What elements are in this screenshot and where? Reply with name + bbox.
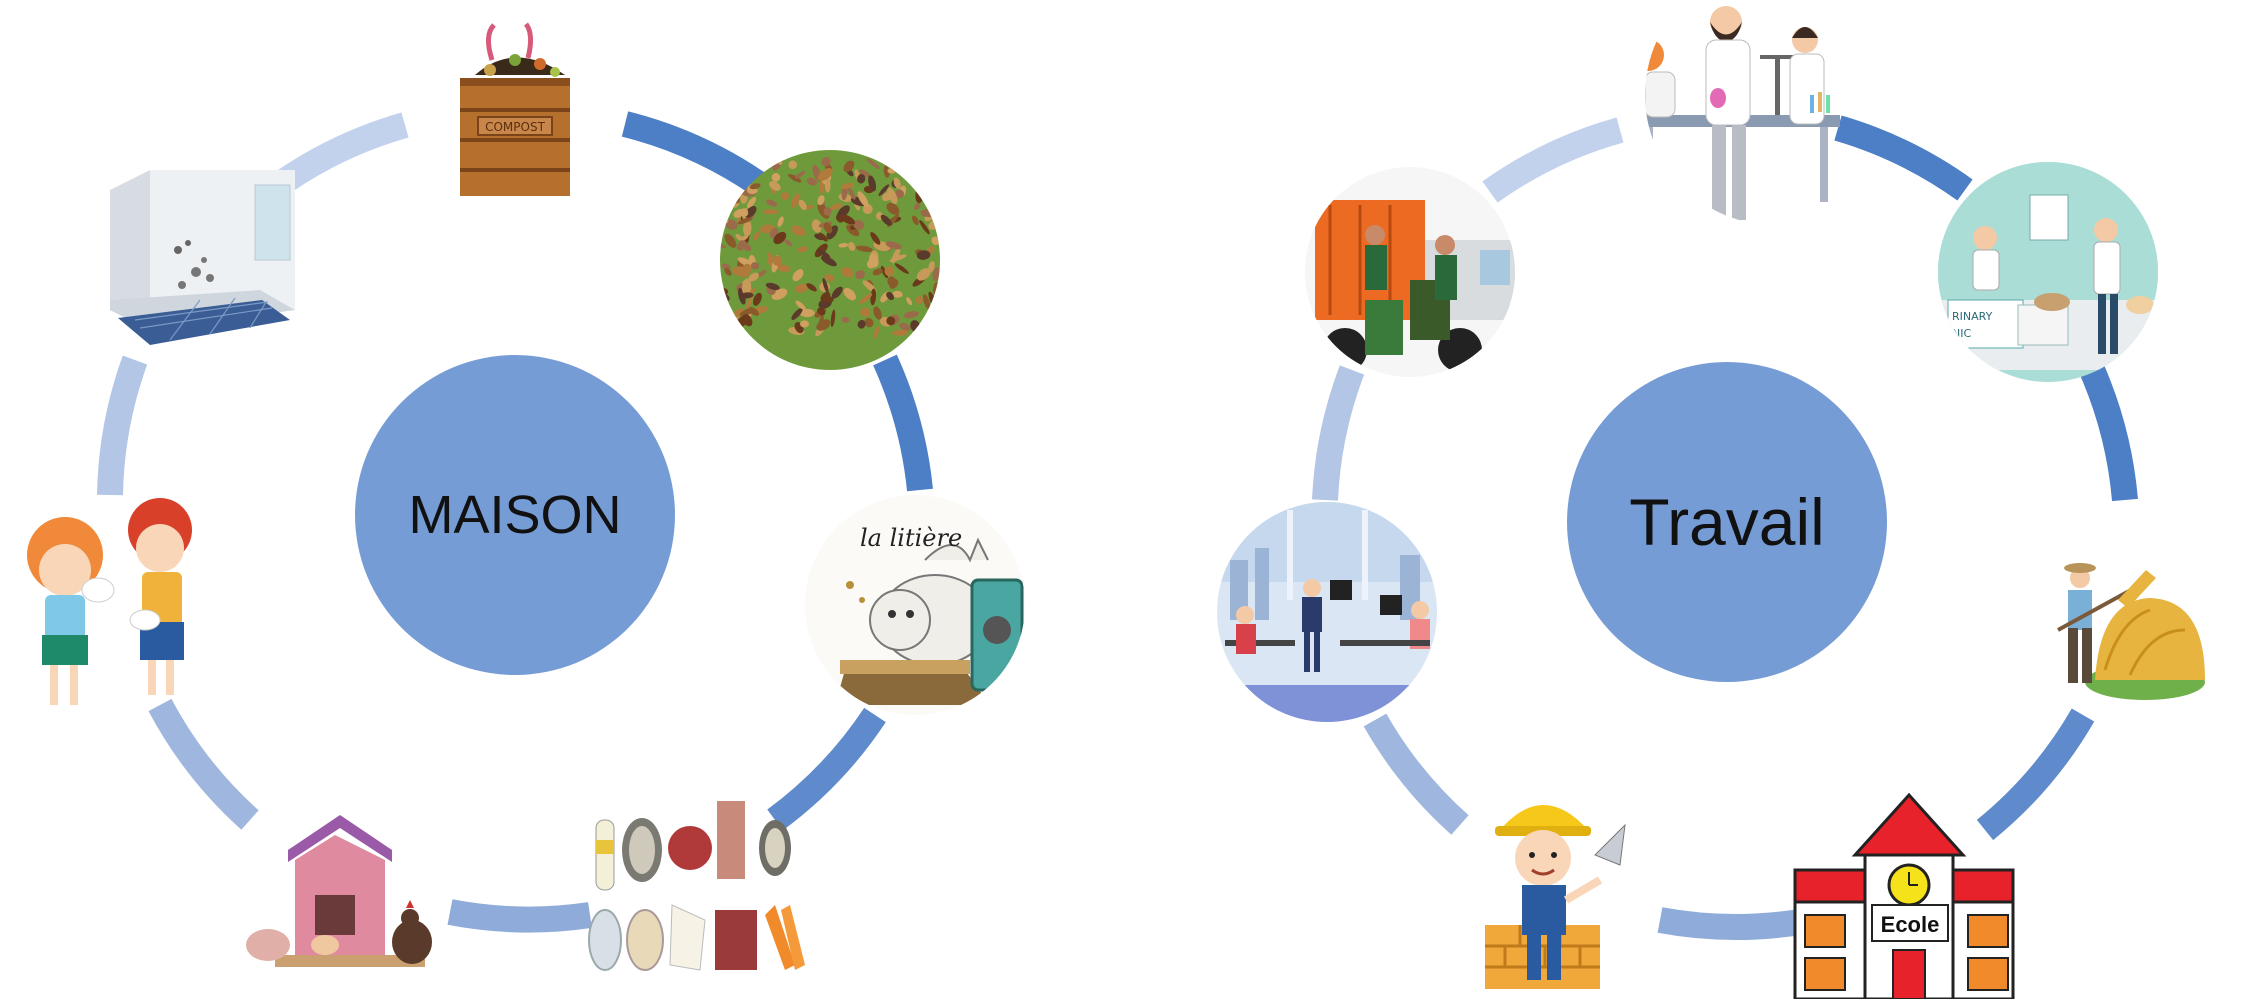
construction-worker-icon: [1485, 805, 1626, 989]
cat-litter-icon: la litière: [805, 495, 1025, 715]
compost-bin-icon: COMPOST: [460, 22, 570, 196]
compost-sign-text: COMPOST: [485, 120, 545, 134]
maison-arc-4: [447, 899, 592, 933]
travail-arc-5: [1363, 713, 1469, 835]
chicken-coop-icon: [246, 815, 432, 967]
vet-sign-line-2: NIC: [1952, 327, 1971, 340]
travail-arc-3: [1976, 708, 2095, 841]
maison-arc-3: [767, 707, 886, 831]
travail-arc-4: [1657, 907, 1803, 940]
farmer-hay-icon: [2057, 563, 2205, 700]
school-sign-text: Ecole: [1881, 912, 1940, 937]
school-building-icon: Ecole: [1793, 792, 2015, 1001]
travail-arc-2: [2080, 364, 2138, 502]
maison-cycle: COMPOST: [27, 22, 1025, 971]
travail-ring-arcs: [1312, 115, 2138, 940]
litter-caption: la litière: [860, 524, 962, 552]
travail-arc-7: [1482, 117, 1624, 203]
laboratory-scientists-icon: [1645, 6, 1840, 220]
garbage-truck-icon: [1305, 167, 1515, 377]
travail-cycle: RINARY NIC: [1217, 6, 2205, 1001]
travail-arc-1: [1834, 115, 1973, 201]
moldy-room-icon: [110, 170, 295, 345]
travail-arc-6: [1312, 365, 1365, 501]
travail-center-circle: [1567, 362, 1887, 682]
maison-arc-2: [873, 354, 933, 492]
office-workers-icon: [1217, 502, 1437, 722]
maison-arc-1: [621, 111, 768, 196]
vet-sign-line-1: RINARY: [1952, 310, 1993, 323]
maison-center-circle: [355, 355, 675, 675]
maison-arc-6: [97, 355, 148, 496]
veterinary-clinic-icon: RINARY NIC: [1938, 162, 2158, 382]
raw-food-icon: [588, 799, 805, 971]
sneezing-children-icon: [27, 498, 192, 705]
maison-arc-5: [148, 698, 259, 830]
